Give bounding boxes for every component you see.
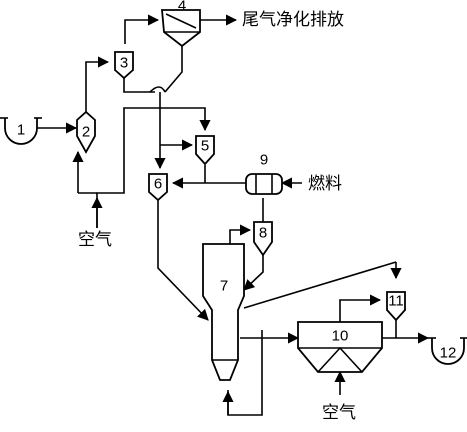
flow-8-to-7 bbox=[243, 255, 264, 291]
label-unit-7: 7 bbox=[220, 278, 228, 295]
flow-2-to-3 bbox=[85, 56, 110, 112]
label-unit-12: 12 bbox=[440, 345, 457, 362]
label-unit-6: 6 bbox=[154, 176, 162, 193]
label-unit-11: 11 bbox=[388, 293, 404, 310]
unit-11-cyclone bbox=[386, 291, 406, 322]
unit-3-cyclone bbox=[114, 51, 134, 80]
unit-9-burner bbox=[245, 173, 283, 195]
filter-4-mesh bbox=[165, 13, 197, 29]
stream-labels: 尾气净化排放 燃料 空气 空气 bbox=[78, 10, 356, 423]
unit-6-cyclone bbox=[148, 173, 168, 202]
equipment bbox=[0, 9, 467, 381]
flow-3-down bbox=[123, 78, 155, 93]
label-unit-3: 3 bbox=[120, 55, 128, 72]
unit-4-filter bbox=[161, 9, 201, 48]
label-unit-8: 8 bbox=[259, 225, 267, 242]
flow-4-down bbox=[164, 46, 183, 93]
unit-labels: 1 2 3 4 5 6 7 8 9 10 11 12 bbox=[17, 0, 457, 362]
unit-1-tank bbox=[4, 118, 38, 145]
air-line-to-2 bbox=[96, 107, 160, 228]
label-unit-9: 9 bbox=[260, 152, 268, 169]
flow-3-to-4 bbox=[124, 14, 160, 44]
flow-6-to-7 bbox=[157, 200, 209, 321]
unit-7-reactor bbox=[202, 243, 245, 381]
label-unit-10: 10 bbox=[332, 328, 349, 345]
flow-lines bbox=[37, 14, 430, 416]
label-air-bottom: 空气 bbox=[322, 403, 356, 423]
line-hop bbox=[149, 86, 166, 93]
label-unit-5: 5 bbox=[201, 138, 209, 155]
unit-2-cyclone bbox=[76, 110, 96, 154]
label-unit-4: 4 bbox=[178, 0, 186, 15]
flow-7-to-8 bbox=[229, 224, 252, 244]
label-unit-1: 1 bbox=[17, 122, 25, 139]
unit-8-cyclone bbox=[253, 221, 273, 257]
unit-5-cyclone bbox=[195, 135, 215, 166]
label-unit-2: 2 bbox=[82, 124, 90, 141]
unit-12-tank bbox=[431, 338, 465, 365]
bed-10-distributor bbox=[317, 346, 363, 373]
flow-10-to-11 bbox=[339, 294, 382, 322]
label-fuel: 燃料 bbox=[308, 174, 342, 194]
label-tail-gas: 尾气净化排放 bbox=[242, 10, 344, 30]
flow-7-to-11-diag bbox=[243, 261, 397, 309]
label-air-left: 空气 bbox=[78, 230, 112, 250]
flow-top-to-5 bbox=[160, 107, 211, 132]
